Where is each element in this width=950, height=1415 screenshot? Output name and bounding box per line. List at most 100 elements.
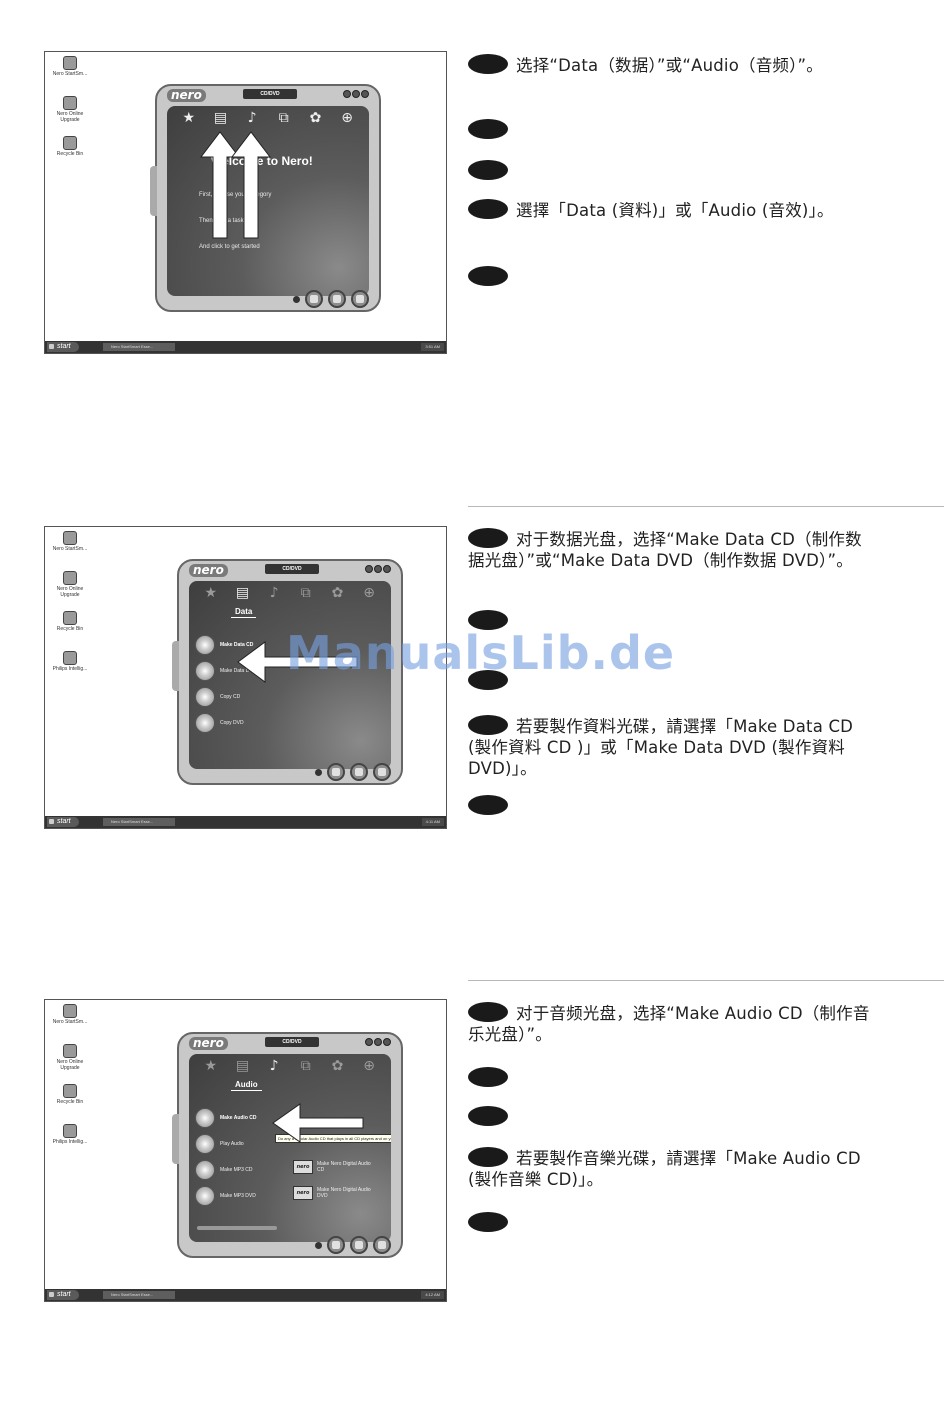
welcome-line: And click to get started: [199, 244, 260, 250]
screenshot-audio: Nero StartSm... Nero Online Upgrade Recy…: [44, 999, 447, 1302]
extras-icon[interactable]: ⊕: [363, 1058, 375, 1074]
data-document-icon[interactable]: ▤: [213, 110, 228, 126]
nero-logo: nero: [189, 564, 228, 577]
clock: 3:51 AM: [421, 343, 444, 351]
copy-button[interactable]: [328, 290, 346, 308]
cd-icon: [195, 635, 215, 655]
step-2-simplified: 对于数据光盘，选择“Make Data CD（制作数据光盘）”或“Make Da…: [468, 528, 862, 570]
language-badge: [468, 1212, 508, 1232]
data-document-icon[interactable]: ▤: [235, 585, 250, 601]
disc-type-select[interactable]: CD/DVD: [265, 1037, 319, 1047]
help-button[interactable]: [373, 763, 391, 781]
copy-button[interactable]: [350, 1236, 368, 1254]
cd-icon: [195, 687, 215, 707]
window-controls[interactable]: [365, 1038, 391, 1048]
copy-button[interactable]: [350, 763, 368, 781]
favorites-star-icon[interactable]: ★: [204, 1058, 218, 1074]
option-make-mp3-dvd[interactable]: Make MP3 DVD: [195, 1186, 256, 1206]
option-copy-cd[interactable]: Copy CD: [195, 687, 240, 707]
nero-digital-icon: nero: [293, 1160, 313, 1174]
audio-note-icon[interactable]: ♪: [269, 1058, 279, 1074]
nero-window: nero CD/DVD ★ ▤ ♪ ⧉ ✿ ⊕ Welcome to Nero!…: [150, 84, 381, 312]
mp3-cd-icon: [195, 1160, 215, 1180]
help-button[interactable]: [373, 1236, 391, 1254]
category-label: Audio: [231, 1080, 262, 1091]
option-play-audio[interactable]: Play Audio: [195, 1134, 244, 1154]
audio-note-icon[interactable]: ♪: [269, 585, 279, 601]
step-1-traditional: 選擇「Data (資料)」或「Audio (音效)」。: [468, 199, 878, 221]
taskbar: start Nero StartSmart Esse... 4:12 AM: [45, 1289, 446, 1301]
favorites-star-icon[interactable]: ★: [204, 585, 218, 601]
extras-icon[interactable]: ⊕: [341, 110, 353, 126]
window-controls[interactable]: [365, 565, 391, 575]
data-document-icon[interactable]: ▤: [235, 1058, 250, 1074]
watermark: ManualsLib.de: [286, 626, 676, 680]
option-make-audio-cd[interactable]: Make Audio CD: [195, 1108, 256, 1128]
copy-icon[interactable]: ⧉: [300, 1058, 311, 1074]
desktop-icon: Philips Intellig...: [51, 1124, 89, 1145]
start-button[interactable]: start: [47, 1290, 79, 1300]
start-button[interactable]: start: [47, 817, 79, 827]
horizontal-scrollbar[interactable]: [197, 1226, 277, 1230]
nero-logo: nero: [167, 89, 206, 102]
clock: 4:11 AM: [421, 818, 444, 826]
step-3-traditional: 若要製作音樂光碟，請選擇「Make Audio CD (製作音樂 CD)」。: [468, 1147, 861, 1189]
photo-video-icon[interactable]: ✿: [331, 1058, 344, 1074]
burn-button[interactable]: [305, 290, 323, 308]
language-badge: [468, 610, 508, 630]
option-make-data-dvd[interactable]: Make Data DVD: [195, 661, 256, 681]
nero-logo: nero: [189, 1037, 228, 1050]
bottom-buttons: [315, 1236, 391, 1254]
taskbar: start Nero StartSmart Esse... 4:11 AM: [45, 816, 446, 828]
desktop-icon: Nero StartSm...: [51, 56, 89, 77]
copy-icon[interactable]: ⧉: [300, 585, 311, 601]
option-make-data-cd[interactable]: Make Data CD: [195, 635, 253, 655]
welcome-line: Then click a task: [199, 218, 244, 224]
option-make-mp3-cd[interactable]: Make MP3 CD: [195, 1160, 253, 1180]
bottom-buttons: [293, 290, 369, 308]
option-copy-dvd[interactable]: Copy DVD: [195, 713, 244, 733]
step-2-traditional: 若要製作資料光碟，請選擇「Make Data CD (製作資料 CD )」或「M…: [468, 715, 854, 778]
bottom-buttons: [315, 763, 391, 781]
dvd-icon: [195, 661, 215, 681]
desktop-icon: Recycle Bin: [51, 611, 89, 632]
taskbar-item[interactable]: Nero StartSmart Esse...: [103, 818, 175, 826]
desktop-icon: Recycle Bin: [51, 1084, 89, 1105]
category-bar: ★ ▤ ♪ ⧉ ✿ ⊕: [167, 106, 369, 130]
welcome-title: Welcome to Nero!: [211, 154, 313, 168]
nero-window: nero CD/DVD ★ ▤ ♪ ⧉ ✿ ⊕ Audio Make Audio…: [172, 1032, 403, 1258]
audio-note-icon[interactable]: ♪: [247, 110, 257, 126]
disc-type-select[interactable]: CD/DVD: [243, 89, 297, 99]
start-button[interactable]: start: [47, 342, 79, 352]
extras-icon[interactable]: ⊕: [363, 585, 375, 601]
section-divider: [468, 980, 944, 981]
desktop-icon: Recycle Bin: [51, 136, 89, 157]
dvd-icon: [195, 713, 215, 733]
taskbar-item[interactable]: Nero StartSmart Esse...: [103, 343, 175, 351]
desktop-icon: Nero Online Upgrade: [51, 571, 89, 598]
section-divider: [468, 506, 944, 507]
copy-icon[interactable]: ⧉: [278, 110, 289, 126]
disc-type-select[interactable]: CD/DVD: [265, 564, 319, 574]
photo-video-icon[interactable]: ✿: [309, 110, 322, 126]
screenshot-welcome: Nero StartSm... Nero Online Upgrade Recy…: [44, 51, 447, 354]
language-badge: [468, 795, 508, 815]
help-button[interactable]: [351, 290, 369, 308]
language-badge: [468, 266, 508, 286]
burn-button[interactable]: [327, 1236, 345, 1254]
screenshot-data: Nero StartSm... Nero Online Upgrade Recy…: [44, 526, 447, 829]
language-badge: [468, 160, 508, 180]
language-badge: [468, 119, 508, 139]
category-bar: ★ ▤ ♪ ⧉ ✿ ⊕: [189, 581, 391, 605]
taskbar: start Nero StartSmart Esse... 3:51 AM: [45, 341, 446, 353]
favorites-star-icon[interactable]: ★: [182, 110, 196, 126]
burn-button[interactable]: [327, 763, 345, 781]
clock: 4:12 AM: [421, 1291, 444, 1299]
category-label: Data: [231, 607, 257, 618]
window-controls[interactable]: [343, 90, 369, 100]
taskbar-item[interactable]: Nero StartSmart Esse...: [103, 1291, 175, 1299]
mp3-dvd-icon: [195, 1186, 215, 1206]
photo-video-icon[interactable]: ✿: [331, 585, 344, 601]
